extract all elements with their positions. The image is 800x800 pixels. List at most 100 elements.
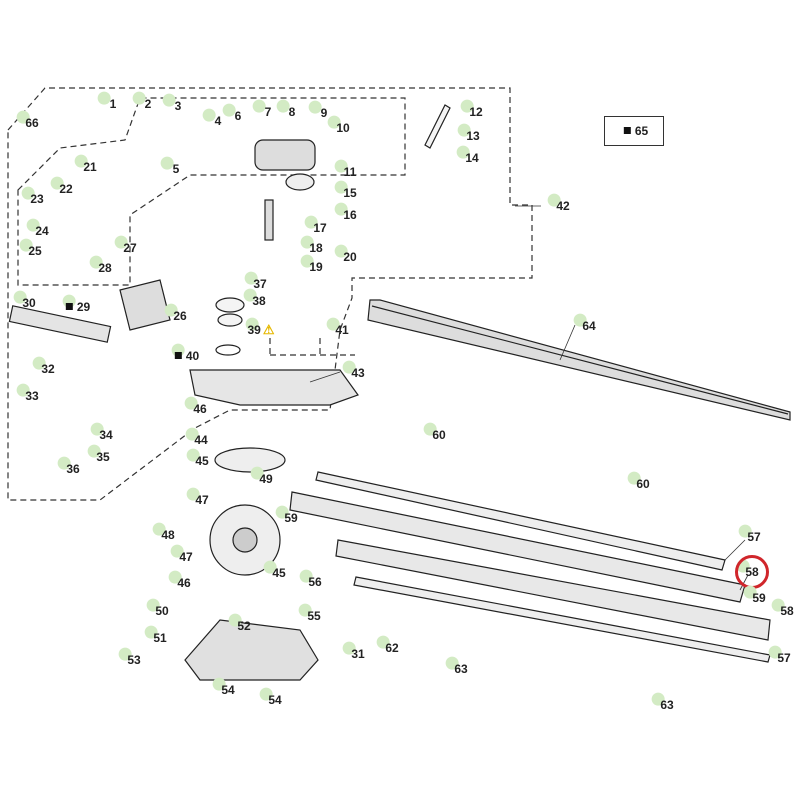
callout-label-63: 63 xyxy=(454,662,467,676)
warning-icon: ⚠ xyxy=(262,322,275,337)
label-dot xyxy=(342,360,356,374)
label-number: 43 xyxy=(351,366,365,380)
label-dot xyxy=(298,603,312,617)
label-number: 21 xyxy=(83,160,97,174)
label-dot xyxy=(738,524,752,538)
callout-label-53: 53 xyxy=(127,653,140,667)
label-dot xyxy=(184,396,198,410)
label-number: 1 xyxy=(109,97,117,111)
square-marker-icon xyxy=(65,303,73,310)
label-number: 34 xyxy=(99,428,113,442)
label-number: 63 xyxy=(454,662,468,676)
label-dot xyxy=(212,677,226,691)
callout-label-58: 58 xyxy=(780,604,793,618)
callout-label-13: 13 xyxy=(466,129,479,143)
callout-label-63: 63 xyxy=(660,698,673,712)
label-number: 15 xyxy=(343,186,357,200)
label-dot xyxy=(334,159,348,173)
callout-label-57: 57 xyxy=(747,530,760,544)
callout-label-62: 62 xyxy=(385,641,398,655)
label-number: 3 xyxy=(174,99,182,113)
label-dot xyxy=(186,448,200,462)
square-marker-icon xyxy=(623,127,631,134)
label-number: 32 xyxy=(41,362,55,376)
callout-label-43: 43 xyxy=(351,366,364,380)
label-number: 20 xyxy=(343,250,357,264)
label-dot xyxy=(152,522,166,536)
label-number: 59 xyxy=(752,591,766,605)
callout-label-46: 46 xyxy=(193,402,206,416)
label-number: 52 xyxy=(237,619,251,633)
square-marker-icon xyxy=(174,352,182,359)
callout-label-26: 26 xyxy=(173,309,186,323)
label-number: 63 xyxy=(660,698,674,712)
label-number: 64 xyxy=(582,319,596,333)
label-dot xyxy=(300,254,314,268)
label-number: 28 xyxy=(98,261,112,275)
label-dot xyxy=(185,427,199,441)
callout-label-23: 23 xyxy=(30,192,43,206)
label-dot xyxy=(342,641,356,655)
label-number: 31 xyxy=(351,647,365,661)
label-number: 23 xyxy=(30,192,44,206)
callout-label-50: 50 xyxy=(155,604,168,618)
label-number: 24 xyxy=(35,224,49,238)
label-dot xyxy=(457,123,471,137)
label-number: 38 xyxy=(252,294,266,308)
label-dot xyxy=(222,103,236,117)
callout-label-60: 60 xyxy=(432,428,445,442)
label-dot xyxy=(300,235,314,249)
label-dot xyxy=(327,115,341,129)
label-dot xyxy=(334,202,348,216)
label-number: 8 xyxy=(288,105,296,119)
callout-label-55: 55 xyxy=(307,609,320,623)
label-dot xyxy=(245,317,259,331)
callout-label-32: 32 xyxy=(41,362,54,376)
label-dot xyxy=(57,456,71,470)
callout-label-36: 36 xyxy=(66,462,79,476)
callout-label-41: 41 xyxy=(335,323,348,337)
label-number: 55 xyxy=(307,609,321,623)
label-dot xyxy=(445,656,459,670)
label-number: 40 xyxy=(185,349,200,363)
callout-label-27: 27 xyxy=(123,241,136,255)
label-dot xyxy=(170,544,184,558)
label-number: 22 xyxy=(59,182,73,196)
label-number: 5 xyxy=(172,162,180,176)
label-number: 26 xyxy=(173,309,187,323)
callout-label-64: 64 xyxy=(582,319,595,333)
callout-label-47: 47 xyxy=(195,493,208,507)
label-number: 59 xyxy=(284,511,298,525)
label-dot xyxy=(304,215,318,229)
callout-label-29: 29 xyxy=(65,300,90,314)
callout-label-17: 17 xyxy=(313,221,326,235)
label-dot xyxy=(132,91,146,105)
callout-label-52: 52 xyxy=(237,619,250,633)
label-number: 46 xyxy=(177,576,191,590)
callout-label-47: 47 xyxy=(179,550,192,564)
callout-label-24: 24 xyxy=(35,224,48,238)
label-dot xyxy=(244,271,258,285)
label-dot xyxy=(276,99,290,113)
callout-label-22: 22 xyxy=(59,182,72,196)
label-number: 35 xyxy=(96,450,110,464)
callout-label-6: 6 xyxy=(235,109,242,123)
label-dot xyxy=(168,570,182,584)
label-number: 2 xyxy=(144,97,152,111)
label-dot xyxy=(16,383,30,397)
label-number: 54 xyxy=(268,693,282,707)
callout-label-4: 4 xyxy=(215,114,222,128)
callout-label-7: 7 xyxy=(265,105,272,119)
callout-label-35: 35 xyxy=(96,450,109,464)
label-number: 18 xyxy=(309,241,323,255)
label-number: 39 xyxy=(247,323,261,337)
label-number: 16 xyxy=(343,208,357,222)
callout-label-11: 11 xyxy=(344,165,357,179)
callout-label-38: 38 xyxy=(252,294,265,308)
callout-label-31: 31 xyxy=(351,647,364,661)
callout-label-1: 1 xyxy=(110,97,117,111)
label-number: 58 xyxy=(780,604,794,618)
callout-label-40: 40 xyxy=(174,349,200,363)
label-number: 66 xyxy=(25,116,39,130)
